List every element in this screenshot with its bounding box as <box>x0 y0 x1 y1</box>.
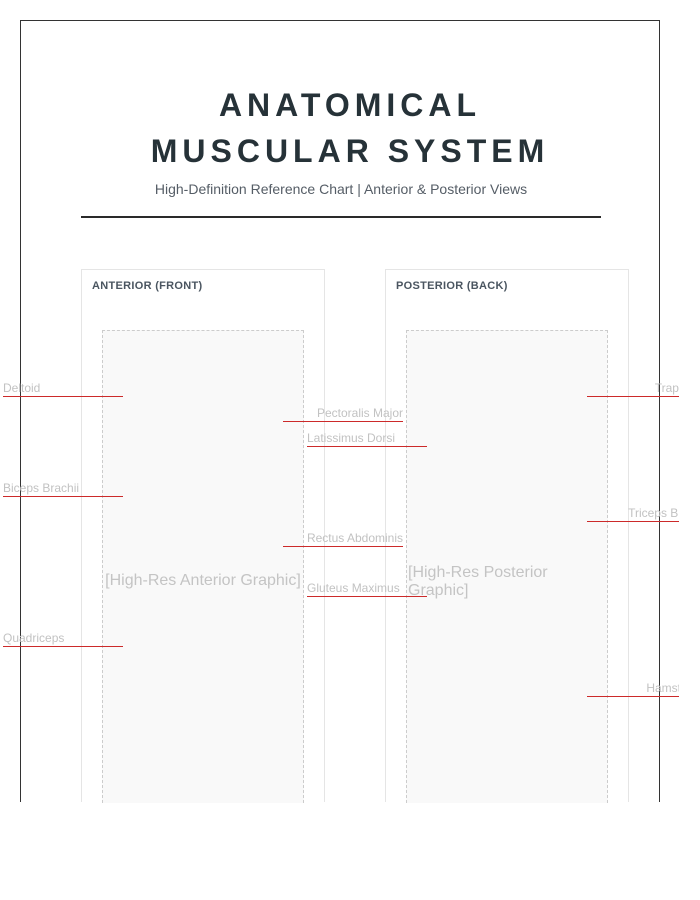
posterior-panel-title: POSTERIOR (BACK) <box>396 280 508 292</box>
page-title-line1: ANATOMICAL <box>218 87 482 123</box>
title-divider <box>81 216 601 218</box>
label-quadriceps: Quadriceps <box>3 632 123 647</box>
label-triceps-brachii: Triceps Brachii <box>587 507 679 522</box>
posterior-graphic-placeholder: [High-Res Posterior Graphic] <box>408 564 548 599</box>
page-title-line2: MUSCULAR SYSTEM <box>150 133 550 169</box>
label-deltoid: Deltoid <box>3 382 123 397</box>
anterior-graphic-placeholder: [High-Res Anterior Graphic] <box>105 572 301 589</box>
posterior-panel: POSTERIOR (BACK) [High-Res Posterior Gra… <box>385 269 629 803</box>
anterior-panel-title: ANTERIOR (FRONT) <box>92 280 203 292</box>
label-latissimus-dorsi: Latissimus Dorsi <box>307 432 427 447</box>
label-gluteus-maximus: Gluteus Maximus <box>307 582 427 597</box>
label-rectus-abdominis: Rectus Abdominis <box>283 532 403 547</box>
label-pectoralis-major: Pectoralis Major <box>283 407 403 422</box>
label-trapezius: Trapezius <box>587 382 679 397</box>
label-biceps-brachii: Biceps Brachii <box>3 482 123 497</box>
anterior-graphic-frame: [High-Res Anterior Graphic] <box>102 330 304 803</box>
page-subtitle: High-Definition Reference Chart | Anteri… <box>154 181 528 197</box>
label-hamstrings: Hamstrings <box>587 682 679 697</box>
anterior-panel: ANTERIOR (FRONT) [High-Res Anterior Grap… <box>81 269 325 803</box>
posterior-graphic-frame: [High-Res Posterior Graphic] <box>406 330 608 803</box>
muscle-labels-layer: Deltoid Pectoralis Major Latissimus Dors… <box>3 382 679 697</box>
